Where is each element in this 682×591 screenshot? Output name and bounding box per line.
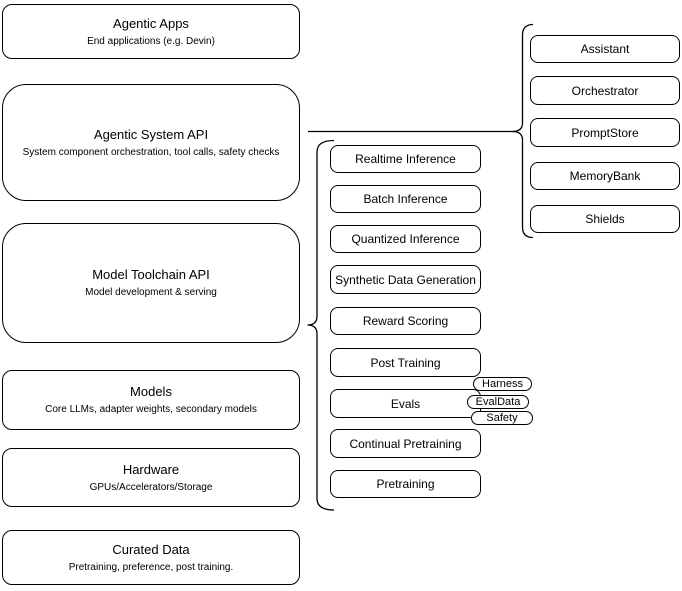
node-label: Realtime Inference: [355, 152, 456, 166]
node-label: Assistant: [580, 42, 630, 56]
node-model-toolchain-api: Model Toolchain API Model development & …: [2, 223, 300, 343]
node-subtitle: Model development & serving: [85, 287, 217, 298]
toolchain-services-brace: [307, 139, 335, 511]
agentic-services-brace: [512, 23, 534, 239]
node-reward-scoring: Reward Scoring: [330, 307, 481, 335]
node-title: Curated Data: [112, 541, 190, 557]
node-subtitle: GPUs/Accelerators/Storage: [89, 481, 213, 493]
node-evals: Evals: [330, 389, 481, 418]
node-shields: Shields: [530, 205, 680, 233]
node-title: Agentic Apps: [113, 15, 189, 31]
pill-evaldata: EvalData: [467, 395, 529, 409]
node-models: Models Core LLMs, adapter weights, secon…: [2, 370, 300, 430]
node-label: MemoryBank: [569, 169, 641, 183]
pill-harness: Harness: [473, 377, 532, 391]
node-label: Reward Scoring: [362, 314, 449, 328]
node-realtime-inference: Realtime Inference: [330, 145, 481, 173]
node-hardware: Hardware GPUs/Accelerators/Storage: [2, 448, 300, 507]
pill-label: EvalData: [475, 396, 521, 408]
node-label: Orchestrator: [571, 83, 639, 98]
pill-label: Safety: [486, 412, 518, 424]
node-label: Pretraining: [376, 477, 435, 491]
node-label: Batch Inference: [363, 192, 448, 206]
node-label: Continual Pretraining: [349, 436, 462, 451]
node-continual-pretraining: Continual Pretraining: [330, 429, 481, 458]
node-promptstore: PromptStore: [530, 118, 680, 147]
pill-safety: Safety: [471, 411, 533, 425]
node-title: Hardware: [122, 461, 180, 477]
node-assistant: Assistant: [530, 35, 680, 63]
pill-label: Harness: [482, 378, 523, 390]
node-subtitle: Core LLMs, adapter weights, secondary mo…: [45, 404, 257, 415]
node-title: Agentic System API: [93, 126, 209, 142]
node-title: Models: [130, 384, 172, 399]
node-synthetic-data-generation: Synthetic Data Generation: [330, 265, 481, 294]
node-orchestrator: Orchestrator: [530, 76, 680, 105]
node-label: PromptStore: [571, 125, 639, 140]
node-subtitle: End applications (e.g. Devin): [87, 35, 215, 47]
node-post-training: Post Training: [330, 348, 481, 377]
node-agentic-system-api: Agentic System API System component orch…: [2, 84, 300, 201]
node-pretraining: Pretraining: [330, 470, 481, 498]
node-subtitle: System component orchestration, tool cal…: [22, 146, 280, 158]
node-memorybank: MemoryBank: [530, 162, 680, 190]
node-quantized-inference: Quantized Inference: [330, 225, 481, 253]
node-label: Quantized Inference: [351, 232, 460, 246]
node-label: Shields: [585, 212, 625, 226]
node-label: Synthetic Data Generation: [335, 272, 476, 287]
node-label: Evals: [390, 396, 421, 411]
node-batch-inference: Batch Inference: [330, 185, 481, 213]
node-title: Model Toolchain API: [92, 267, 210, 282]
node-subtitle: Pretraining, preference, post training.: [68, 561, 234, 573]
node-label: Post Training: [370, 355, 441, 370]
node-curated-data: Curated Data Pretraining, preference, po…: [2, 530, 300, 585]
node-agentic-apps: Agentic Apps End applications (e.g. Devi…: [2, 4, 300, 59]
